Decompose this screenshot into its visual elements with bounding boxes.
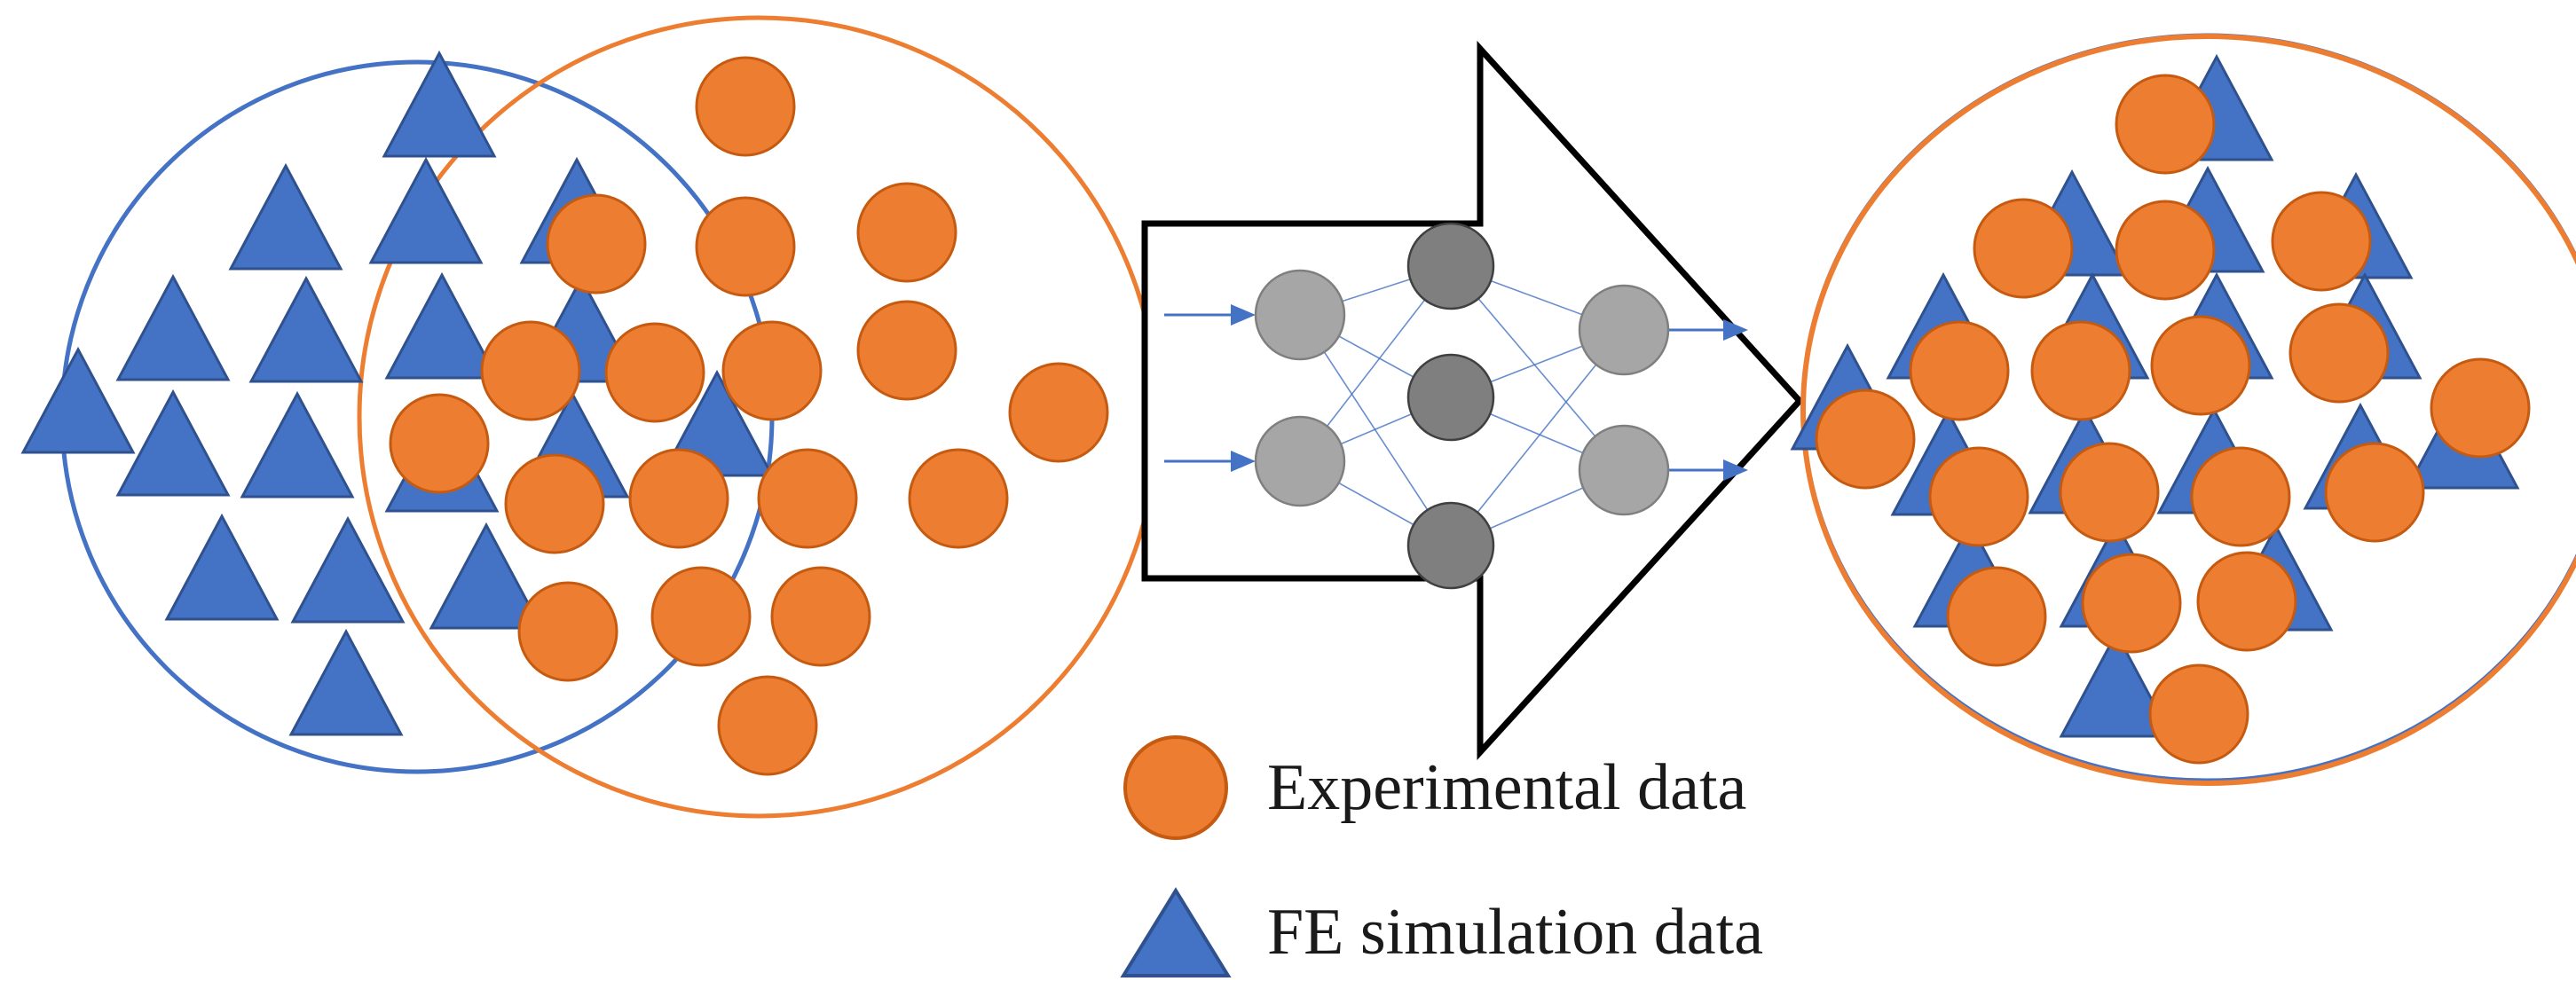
merged-data-set bbox=[1790, 33, 2576, 786]
experimental-data-circle bbox=[1946, 566, 2047, 667]
fe-data-triangle bbox=[429, 522, 544, 630]
neural-network-io-arrows bbox=[1164, 304, 1748, 481]
experimental-data-circle bbox=[695, 196, 796, 297]
experimental-data-circle bbox=[717, 675, 818, 776]
experimental-data-circle bbox=[389, 393, 490, 494]
experimental-data-circle bbox=[517, 581, 618, 682]
nn-output-arrow-head bbox=[1723, 319, 1748, 341]
fe-data-triangle bbox=[115, 389, 231, 497]
experimental-data-circle bbox=[1008, 362, 1109, 463]
experimental-data-circle bbox=[856, 300, 957, 401]
experimental-data-circle bbox=[504, 453, 605, 554]
nn-output-arrow-head bbox=[1723, 459, 1748, 481]
fe-data-triangle bbox=[164, 513, 280, 621]
experimental-data-circle bbox=[2196, 551, 2297, 652]
experimental-data-circle bbox=[2288, 302, 2390, 404]
fe-data-triangle bbox=[382, 50, 497, 158]
fe-data-triangle bbox=[20, 346, 136, 454]
experimental-data-circle bbox=[1909, 320, 2010, 421]
experimental-data-circle bbox=[856, 182, 957, 283]
experimental-data-circle bbox=[2115, 74, 2216, 175]
merged-set-boundary-orange bbox=[1800, 34, 2576, 786]
nn-hidden-node bbox=[1406, 222, 1495, 310]
nn-output-node bbox=[1578, 424, 1670, 516]
experimental-data-circle bbox=[628, 448, 729, 549]
experimental-data-circle bbox=[1815, 389, 1916, 490]
experimental-data-circle bbox=[2059, 442, 2160, 543]
experimental-data-circle bbox=[1928, 446, 2029, 547]
experimental-data-circle bbox=[2148, 663, 2249, 765]
experimental-data-circle bbox=[908, 448, 1009, 549]
experimental-data-circle bbox=[2081, 553, 2182, 654]
nn-connection bbox=[1299, 314, 1452, 546]
experimental-data-circle bbox=[2271, 191, 2372, 292]
orange-circle-icon bbox=[1123, 735, 1228, 840]
nn-input-arrow-head bbox=[1231, 304, 1256, 326]
experimental-data-circle bbox=[546, 193, 647, 294]
experimental-data-circle bbox=[2115, 200, 2216, 301]
nn-output-node bbox=[1578, 284, 1670, 376]
fe-data-triangle bbox=[290, 515, 406, 624]
experimental-data-circle bbox=[604, 322, 705, 423]
fe-data-triangle bbox=[228, 162, 343, 271]
fe-data-triangle bbox=[288, 628, 404, 736]
nn-input-arrow-head bbox=[1231, 451, 1256, 472]
neural-network-icon bbox=[1254, 222, 1670, 590]
experimental-data-circle bbox=[721, 320, 823, 421]
nn-input-node bbox=[1254, 415, 1346, 507]
fe-data-triangle bbox=[248, 275, 364, 383]
legend-experimental-label: Experimental data bbox=[1267, 751, 1746, 824]
experimental-data-circle bbox=[2190, 446, 2291, 547]
nn-connection bbox=[1450, 329, 1625, 546]
legend-fe-label: FE simulation data bbox=[1267, 896, 1763, 969]
experimental-data-circle bbox=[650, 566, 752, 667]
fe-data-triangle bbox=[240, 390, 355, 498]
experimental-data-circle bbox=[1973, 198, 2074, 299]
experimental-data-circle bbox=[2030, 320, 2131, 421]
legend: Experimental data FE simulation data bbox=[1120, 735, 1763, 977]
left-experimental-circles bbox=[389, 56, 1109, 776]
experimental-data-circle bbox=[770, 566, 871, 667]
experimental-data-circle bbox=[2430, 357, 2531, 459]
neural-network-transform bbox=[1141, 40, 1804, 761]
nn-hidden-node bbox=[1406, 353, 1495, 442]
blue-triangle-icon bbox=[1120, 887, 1232, 977]
left-data-sets bbox=[20, 15, 1161, 819]
experimental-data-circle bbox=[757, 448, 858, 549]
experimental-data-circle bbox=[695, 56, 796, 157]
fe-data-triangle bbox=[368, 156, 484, 264]
experimental-data-circle bbox=[480, 320, 581, 421]
experimental-data-circle bbox=[2150, 315, 2251, 416]
fe-data-triangle bbox=[115, 273, 231, 381]
experimental-data-circle bbox=[2324, 442, 2425, 543]
fe-data-triangle bbox=[384, 271, 500, 380]
fe-data-triangle bbox=[2059, 630, 2174, 738]
nn-input-node bbox=[1254, 269, 1346, 361]
nn-hidden-node bbox=[1406, 501, 1495, 590]
right-experimental-circles bbox=[1815, 74, 2531, 765]
